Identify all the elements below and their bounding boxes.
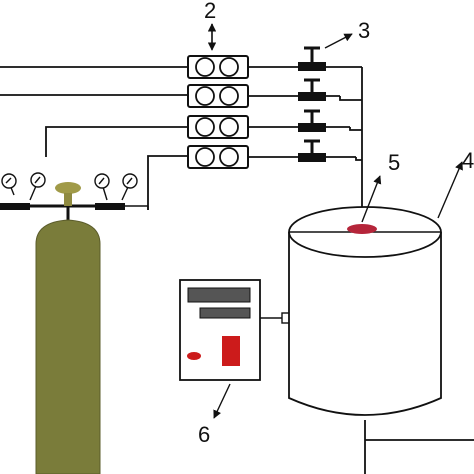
display-top — [187, 287, 251, 303]
label-tank: 4 — [462, 148, 474, 173]
valve-icon — [298, 78, 326, 101]
inlet-spot — [347, 224, 377, 234]
label-flowmeters: 2 — [204, 0, 216, 23]
controller-unit — [179, 279, 292, 381]
valve-icon — [298, 109, 326, 132]
gas-lines — [0, 66, 188, 210]
flowmeter-icon — [187, 55, 249, 79]
tank — [288, 206, 474, 474]
display-bottom — [199, 307, 251, 319]
flowmeter-icon — [187, 84, 249, 108]
regulator-assembly — [0, 172, 149, 222]
valve-icon — [298, 139, 326, 162]
pressure-gauge-icon — [94, 173, 110, 201]
red-panel — [222, 336, 240, 366]
label-controller: 6 — [198, 422, 210, 447]
valve-icon — [298, 46, 326, 71]
flowmeter-icon — [187, 115, 249, 139]
callout-arrows — [207, 23, 463, 419]
valve-bank — [298, 46, 326, 162]
pressure-gauge-icon — [29, 172, 46, 201]
flowmeter-icon — [187, 145, 249, 169]
label-valves: 3 — [358, 18, 370, 43]
pressure-gauge-icon — [121, 173, 138, 201]
pressure-gauge-icon — [1, 173, 17, 196]
outlet-lines — [248, 66, 363, 225]
flowmeter-bank — [187, 55, 249, 169]
gas-cylinder-icon — [35, 182, 101, 474]
indicator-light — [187, 352, 201, 360]
label-inlet: 5 — [388, 150, 400, 175]
